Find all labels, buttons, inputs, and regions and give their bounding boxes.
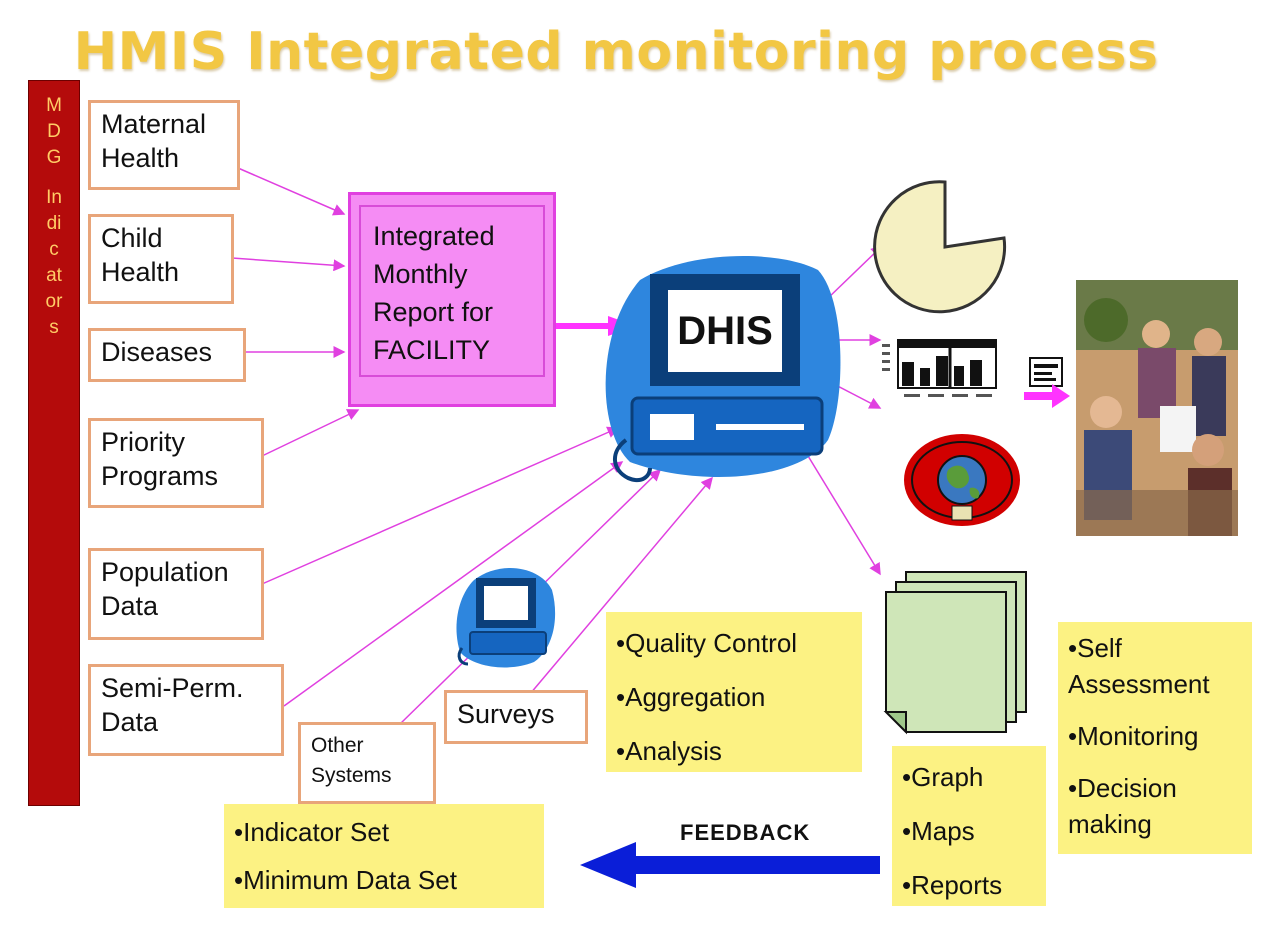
report-line: Report for <box>373 297 494 327</box>
mdg-bar-line: D <box>47 121 61 142</box>
output-item: •Maps <box>902 816 975 846</box>
mdg-bar-line: c <box>49 239 59 260</box>
processing-note: •Quality Control •Aggregation •Analysis <box>606 612 862 772</box>
table-chart-icon <box>882 339 997 397</box>
input-label: Other <box>311 734 364 757</box>
uses-line: making <box>1068 809 1152 839</box>
input-label: Programs <box>101 461 219 491</box>
report-line: Monthly <box>373 259 468 289</box>
feedback-target-item: •Minimum Data Set <box>234 865 457 895</box>
output-item: •Graph <box>902 762 984 792</box>
uses-line: •Decision <box>1068 773 1177 803</box>
input-label: Maternal <box>101 109 207 139</box>
input-label: Health <box>101 257 180 287</box>
output-item: •Reports <box>902 870 1003 900</box>
page-title: HMIS Integrated monitoring process <box>73 22 1159 82</box>
input-population-data: Population Data <box>88 548 264 640</box>
input-child-health: Child Health <box>88 214 234 304</box>
mdg-indicators-bar: M D G In di c at or s <box>28 80 80 806</box>
small-computer-icon <box>456 567 556 668</box>
feedback-targets-note: •Indicator Set •Minimum Data Set <box>224 804 544 908</box>
input-label: Priority <box>101 427 186 457</box>
computer-icon: DHIS <box>605 256 841 483</box>
input-priority-programs: Priority Programs <box>88 418 264 508</box>
feedback-target-item: •Indicator Set <box>234 817 390 847</box>
input-label: Child <box>101 223 163 253</box>
input-label: Semi-Perm. <box>101 673 244 703</box>
input-label: Systems <box>311 764 392 787</box>
documents-icon <box>883 571 1027 735</box>
small-report-icon <box>1029 357 1063 387</box>
input-maternal-health: Maternal Health <box>88 100 240 190</box>
outputs-note: •Graph •Maps •Reports <box>892 746 1046 906</box>
uses-line: •Self <box>1068 633 1122 663</box>
uses-note: •Self Assessment •Monitoring •Decision m… <box>1058 622 1252 854</box>
feedback-label: FEEDBACK <box>680 820 811 845</box>
input-label: Diseases <box>101 337 213 367</box>
uses-line: Assessment <box>1068 669 1210 699</box>
input-other-systems: Other Systems <box>298 722 436 804</box>
people-photo <box>1076 280 1238 536</box>
report-line: Integrated <box>373 221 495 251</box>
input-label: Data <box>101 591 159 621</box>
processing-item: •Quality Control <box>616 628 798 658</box>
mdg-bar-line: at <box>46 265 62 286</box>
input-label: Surveys <box>457 699 555 729</box>
dhis-label: DHIS <box>677 309 773 353</box>
integrated-monthly-report: Integrated Monthly Report for FACILITY <box>348 192 556 407</box>
input-label: Data <box>101 707 159 737</box>
globe-map-icon <box>904 434 1020 526</box>
uses-line: •Monitoring <box>1068 721 1199 751</box>
mdg-bar-line: s <box>49 317 59 338</box>
feedback-arrow <box>580 842 880 888</box>
mdg-bar-line: or <box>45 291 63 312</box>
processing-item: •Aggregation <box>616 682 766 712</box>
to-users-arrow <box>1024 384 1070 408</box>
processing-item: •Analysis <box>616 736 722 766</box>
mdg-bar-line: M <box>46 95 62 116</box>
report-text: Integrated Monthly Report for FACILITY <box>359 205 545 377</box>
mdg-bar-line: di <box>46 213 62 234</box>
mdg-bar-line: In <box>46 187 62 208</box>
input-surveys: Surveys <box>444 690 588 744</box>
input-diseases: Diseases <box>88 328 246 382</box>
input-label: Health <box>101 143 180 173</box>
mdg-bar-line: G <box>46 147 62 168</box>
report-line: FACILITY <box>373 335 491 365</box>
pie-chart-icon <box>873 180 1007 314</box>
input-label: Population <box>101 557 229 587</box>
input-semi-perm-data: Semi-Perm. Data <box>88 664 284 756</box>
